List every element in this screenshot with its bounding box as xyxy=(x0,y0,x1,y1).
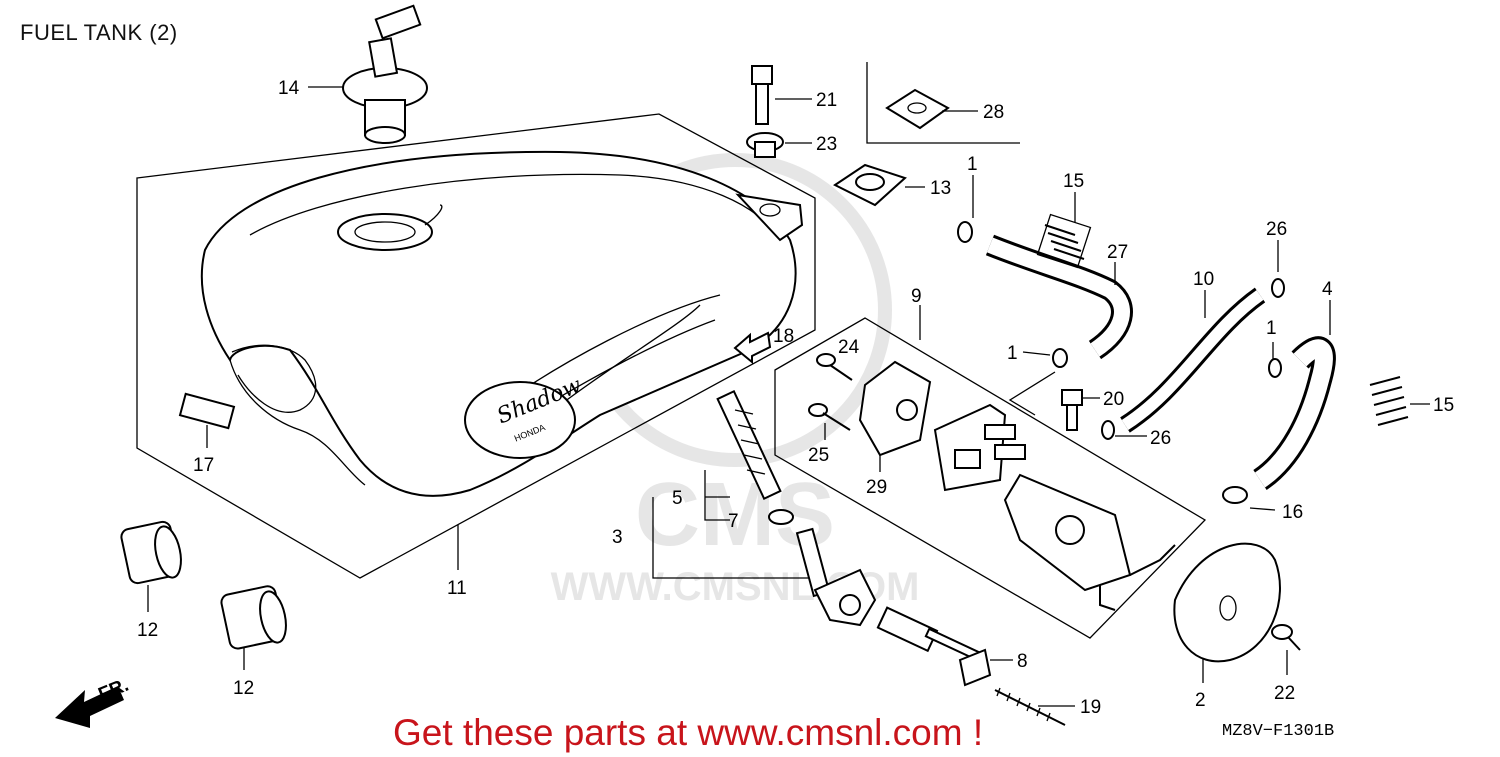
clip-26a xyxy=(1271,278,1285,298)
callout-10: 10 xyxy=(1193,269,1214,290)
cushion-12b xyxy=(220,585,287,650)
callout-25: 25 xyxy=(808,445,829,466)
bolt-20 xyxy=(1061,389,1083,431)
bracket-3 xyxy=(652,497,818,579)
callout-26a: 26 xyxy=(1266,219,1287,240)
front-arrow: FR. xyxy=(55,675,132,728)
callout-15a: 15 xyxy=(1063,171,1084,192)
tube-8 xyxy=(876,606,992,687)
callout-27: 27 xyxy=(1107,242,1128,263)
fuel-valve-body xyxy=(933,403,1026,492)
callout-19: 19 xyxy=(1080,697,1101,718)
strainer-5 xyxy=(716,390,782,500)
mounting-bracket xyxy=(1003,473,1176,611)
screw-22 xyxy=(1271,624,1301,651)
callout-12b: 12 xyxy=(233,678,254,699)
screw-19 xyxy=(994,687,1066,726)
clip-26b xyxy=(1101,420,1115,440)
callout-7: 7 xyxy=(728,511,739,532)
callout-20: 20 xyxy=(1103,389,1124,410)
callout-26b: 26 xyxy=(1150,428,1171,449)
callout-3: 3 xyxy=(612,527,623,548)
callout-11: 11 xyxy=(447,578,467,599)
callout-4: 4 xyxy=(1322,279,1333,300)
bracket-5-7 xyxy=(704,470,730,521)
cover-2 xyxy=(1173,542,1281,663)
callout-2: 2 xyxy=(1195,690,1206,711)
o-ring-7 xyxy=(768,509,794,525)
clip-16 xyxy=(1222,486,1248,504)
diaphragm-29 xyxy=(858,360,932,457)
callout-22: 22 xyxy=(1274,683,1295,704)
callout-23: 23 xyxy=(816,134,837,155)
callout-18: 18 xyxy=(773,326,794,347)
front-arrow-label: FR. xyxy=(96,675,132,706)
callout-14: 14 xyxy=(278,78,300,99)
callout-17: 17 xyxy=(193,455,214,476)
spring-15a xyxy=(1036,213,1092,269)
callout-5: 5 xyxy=(672,488,683,509)
leader-1b xyxy=(1008,371,1056,416)
screw-24 xyxy=(816,353,853,381)
valve-group-frame xyxy=(774,317,1207,639)
clip-1a xyxy=(957,221,973,243)
callout-21: 21 xyxy=(816,90,837,111)
cushion-12a xyxy=(120,520,182,585)
arrow-18 xyxy=(733,331,772,365)
callout-9: 9 xyxy=(911,286,922,307)
callout-15b: 15 xyxy=(1433,395,1454,416)
fuel-tank: Shadow HONDA xyxy=(200,150,804,497)
grommet-23 xyxy=(746,132,784,158)
callout-8: 8 xyxy=(1017,651,1028,672)
callout-13: 13 xyxy=(930,178,951,199)
callout-1a: 1 xyxy=(967,154,978,175)
spring-15b xyxy=(1369,376,1409,426)
clip-1c xyxy=(1268,358,1282,378)
diagram-code: MZ8V−F1301B xyxy=(1222,722,1335,741)
screw-25 xyxy=(808,403,851,431)
footer-promo-text: Get these parts at www.cmsnl.com ! xyxy=(393,712,984,753)
callout-29: 29 xyxy=(866,477,887,498)
pad-17 xyxy=(178,392,236,430)
clip-1b xyxy=(1052,348,1068,368)
bolt-21 xyxy=(751,65,773,125)
callout-1c: 1 xyxy=(1266,318,1277,339)
callout-12a: 12 xyxy=(137,620,158,641)
tank-frame xyxy=(136,113,816,579)
pad-28 xyxy=(885,88,950,130)
page-title: FUEL TANK (2) xyxy=(20,20,178,45)
fuel-cap xyxy=(342,4,428,144)
callout-24: 24 xyxy=(838,337,860,358)
callout-1b: 1 xyxy=(1007,343,1018,364)
callout-28: 28 xyxy=(983,102,1004,123)
callout-16: 16 xyxy=(1282,502,1303,523)
group-bracket-28 xyxy=(866,62,1020,144)
petcock xyxy=(795,527,877,627)
